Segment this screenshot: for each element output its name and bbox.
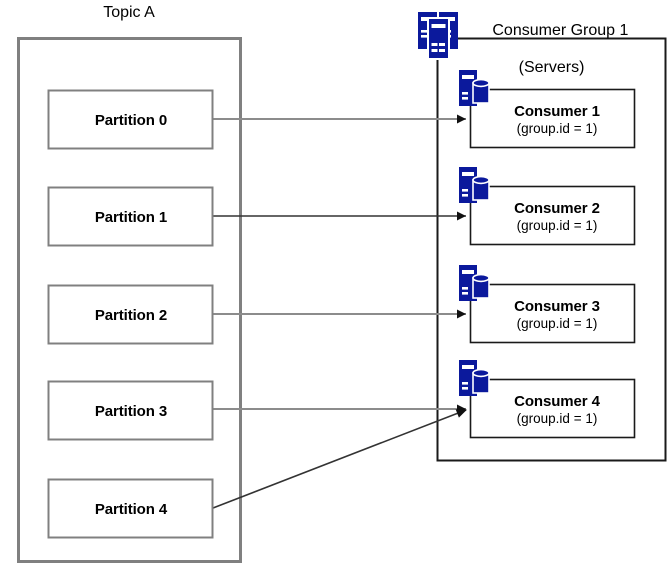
server-database-icon-2 xyxy=(459,167,490,203)
connection-partition2-consumer3 xyxy=(213,309,466,319)
server-database-icon-1 xyxy=(459,70,490,106)
consumer-group-title: Consumer Group 1 (Servers) xyxy=(437,3,666,114)
partition-box-3[interactable] xyxy=(47,380,214,441)
consumer-box-1[interactable] xyxy=(469,88,636,149)
consumer-group-box xyxy=(436,37,667,462)
connection-partition1-consumer2 xyxy=(213,211,466,221)
topic-box xyxy=(17,37,242,563)
partition-box-1[interactable] xyxy=(47,186,214,247)
partition-box-4[interactable] xyxy=(47,478,214,539)
consumer-box-3[interactable] xyxy=(469,283,636,344)
connection-partition3-consumer4 xyxy=(213,404,466,414)
connection-partition0-consumer1 xyxy=(213,114,466,124)
consumer-group-title-line1: Consumer Group 1 xyxy=(492,21,629,39)
partition-box-2[interactable] xyxy=(47,284,214,345)
topic-title: Topic A xyxy=(103,4,155,21)
consumer-group-title-line2: (Servers) xyxy=(518,58,585,76)
server-database-icon-3 xyxy=(459,265,490,301)
consumer-box-2[interactable] xyxy=(469,185,636,246)
connection-partition4-consumer4 xyxy=(212,409,467,509)
server-database-icon-4 xyxy=(459,360,490,396)
consumer-box-4[interactable] xyxy=(469,378,636,439)
server-stack-icon xyxy=(418,12,458,60)
partition-box-0[interactable] xyxy=(47,89,214,150)
